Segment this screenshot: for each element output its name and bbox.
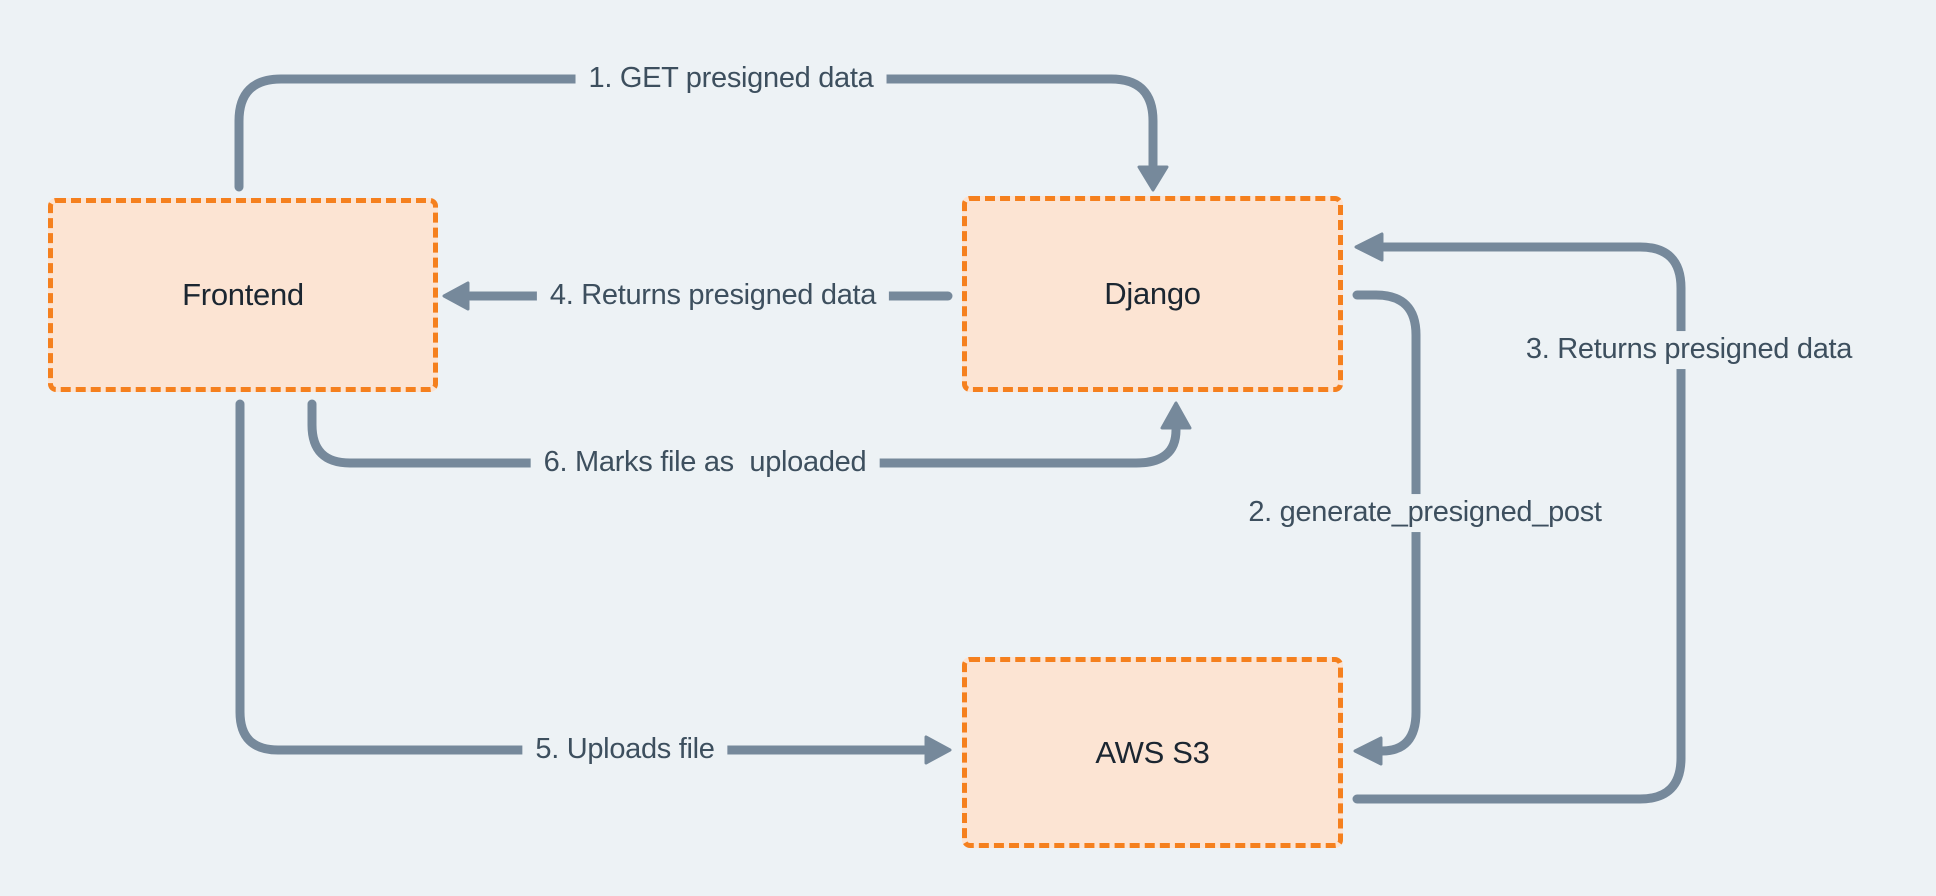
edge-2-generate-presigned-post-line — [1352, 290, 1421, 756]
edge-6-arrowhead-up-icon — [1160, 401, 1192, 430]
edge-4-arrowhead-left-icon — [442, 281, 470, 311]
edge-5-uploads-file-line — [235, 399, 929, 755]
node-django: Django — [962, 196, 1343, 392]
edge-2-arrowhead-left-icon — [1353, 736, 1383, 766]
node-aws-s3: AWS S3 — [962, 657, 1343, 848]
edge-3-arrowhead-left-icon — [1354, 232, 1384, 262]
edge-3-returns-presigned-data-line — [1352, 242, 1686, 804]
edge-label-5-uploads-file: 5. Uploads file — [522, 731, 728, 769]
edge-label-1-get-presigned-data: 1. GET presigned data — [575, 60, 887, 98]
edge-1-arrowhead-down-icon — [1137, 165, 1169, 192]
node-aws-s3-label: AWS S3 — [1095, 734, 1210, 770]
edge-6-marks-file-uploaded-line — [307, 399, 1181, 468]
node-frontend: Frontend — [48, 198, 438, 392]
edge-label-2-generate-presigned-post: 2. generate_presigned_post — [1235, 494, 1615, 532]
node-frontend-label: Frontend — [182, 277, 304, 312]
edge-label-3-returns-presigned-data: 3. Returns presigned data — [1512, 331, 1866, 369]
node-django-label: Django — [1104, 276, 1201, 311]
edge-label-6-marks-file-as-uploaded: 6. Marks file as uploaded — [530, 444, 880, 482]
edge-5-arrowhead-right-icon — [924, 735, 952, 765]
edge-label-4-returns-presigned-data: 4. Returns presigned data — [536, 277, 890, 315]
